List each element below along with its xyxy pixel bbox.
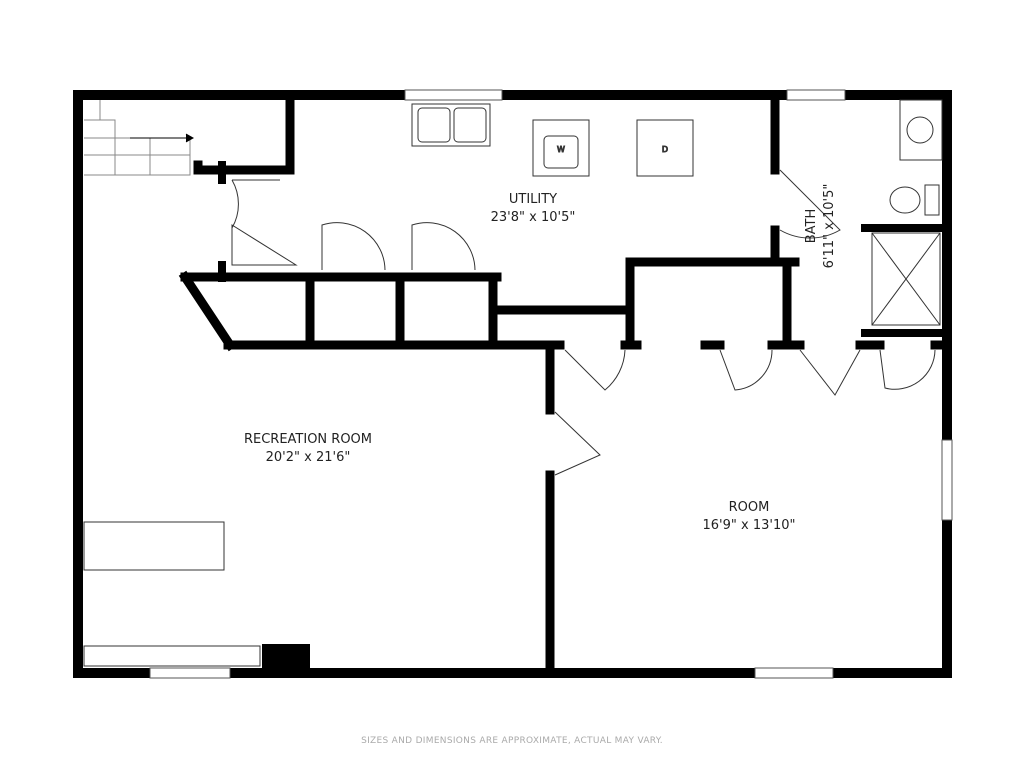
utility-dims: 23'8" x 10'5" <box>491 210 576 225</box>
windows <box>149 89 953 679</box>
bath-dims: 6'11" x 10'5" <box>822 184 837 269</box>
utility-name: UTILITY <box>509 192 557 207</box>
shelf <box>83 645 261 667</box>
dryer: D <box>636 119 694 177</box>
sink <box>411 103 491 147</box>
washer-label: W <box>557 145 565 154</box>
counter <box>83 521 225 571</box>
stairs <box>84 100 195 176</box>
bath-fixtures <box>871 99 943 326</box>
recreation-dims: 20'2" x 21'6" <box>266 450 351 465</box>
washer: W <box>532 119 590 177</box>
bath-name: BATH <box>804 209 819 244</box>
walls <box>73 90 952 678</box>
disclaimer: SIZES AND DIMENSIONS ARE APPROXIMATE, AC… <box>361 736 663 746</box>
dryer-label: D <box>662 145 668 154</box>
doors <box>231 169 936 476</box>
room-dims: 16'9" x 13'10" <box>703 518 796 533</box>
recreation-name: RECREATION ROOM <box>244 432 372 447</box>
room-name: ROOM <box>729 500 770 515</box>
